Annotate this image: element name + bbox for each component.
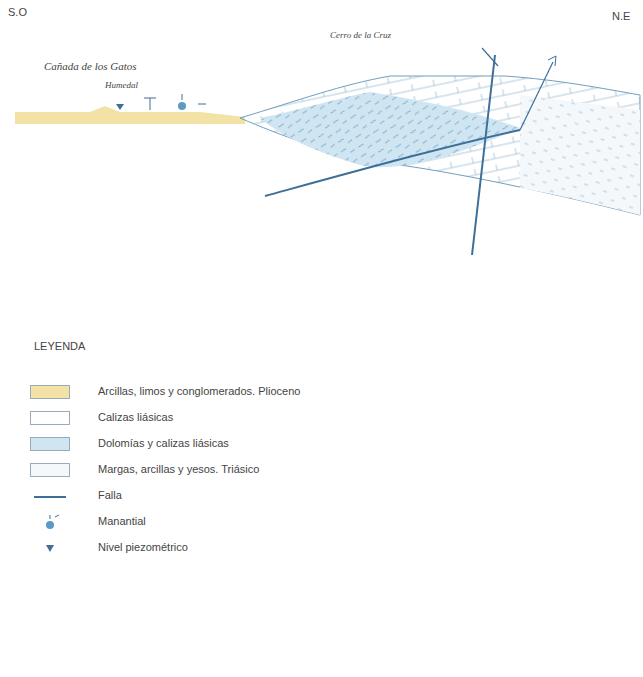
place-label: S.O — [8, 6, 27, 18]
legend-swatch — [30, 411, 70, 425]
place-label: N.E — [612, 10, 630, 22]
legend-symbol — [30, 514, 70, 532]
legend-row: Falla — [30, 488, 630, 506]
legend-text: Margas, arcillas y yesos. Triásico — [98, 463, 259, 475]
legend-symbol — [30, 540, 70, 558]
legend-swatch — [30, 437, 70, 451]
legend-text: Arcillas, limos y conglomerados. Pliocen… — [98, 385, 300, 397]
legend-text: Manantial — [98, 515, 146, 527]
legend-row: Margas, arcillas y yesos. Triásico — [30, 462, 630, 480]
legend-row: Manantial — [30, 514, 630, 532]
legend-text: Calizas liásicas — [98, 411, 173, 423]
legend-text: Dolomías y calizas liásicas — [98, 437, 229, 449]
place-label: Humedal — [105, 80, 138, 90]
place-label: Cerro de la Cruz — [330, 30, 391, 40]
legend-row: Nivel piezométrico — [30, 540, 630, 558]
legend-row: Arcillas, limos y conglomerados. Pliocen… — [30, 384, 630, 402]
legend-row: Calizas liásicas — [30, 410, 630, 428]
legend-symbol — [30, 488, 70, 506]
legend-row: Dolomías y calizas liásicas — [30, 436, 630, 454]
legend-text: Falla — [98, 489, 122, 501]
legend-text: Nivel piezométrico — [98, 541, 188, 553]
legend-swatch — [30, 463, 70, 477]
place-label: Cañada de los Gatos — [44, 60, 137, 72]
legend-swatch — [30, 385, 70, 399]
legend-title: LEYENDA — [34, 340, 85, 352]
